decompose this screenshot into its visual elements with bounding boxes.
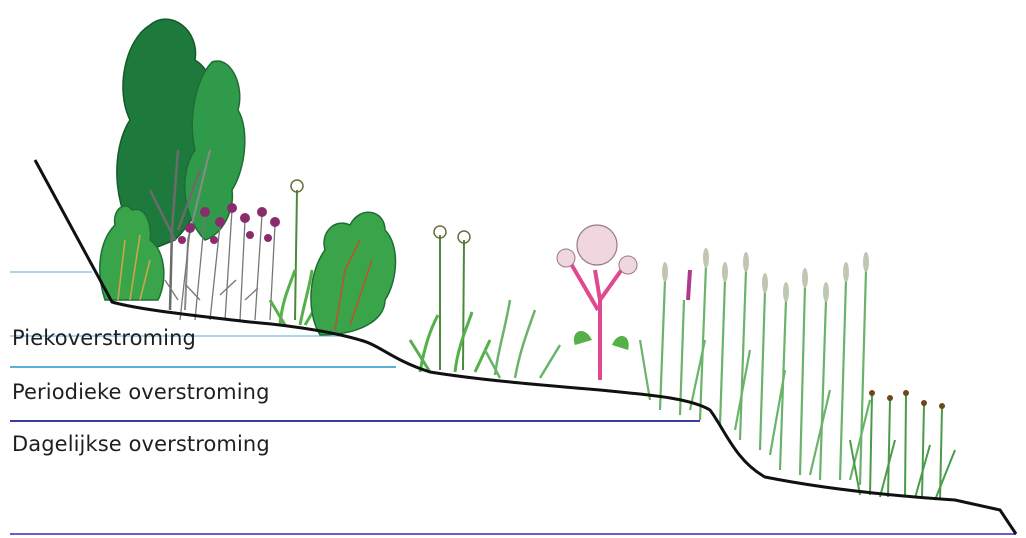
flower-icon	[688, 270, 690, 300]
shrub-icon	[311, 212, 396, 335]
reed-icon	[640, 265, 870, 485]
reed-icon	[850, 395, 955, 500]
cattail-heads	[869, 390, 945, 409]
flower-icon	[557, 225, 637, 380]
zone-label-periodic-flooding: Periodieke overstroming	[12, 380, 270, 404]
zone-label-daily-flooding: Dagelijkse overstroming	[12, 432, 270, 456]
reed-icon	[410, 226, 560, 378]
zone-label-peak-flooding: Piekoverstroming	[12, 326, 196, 350]
